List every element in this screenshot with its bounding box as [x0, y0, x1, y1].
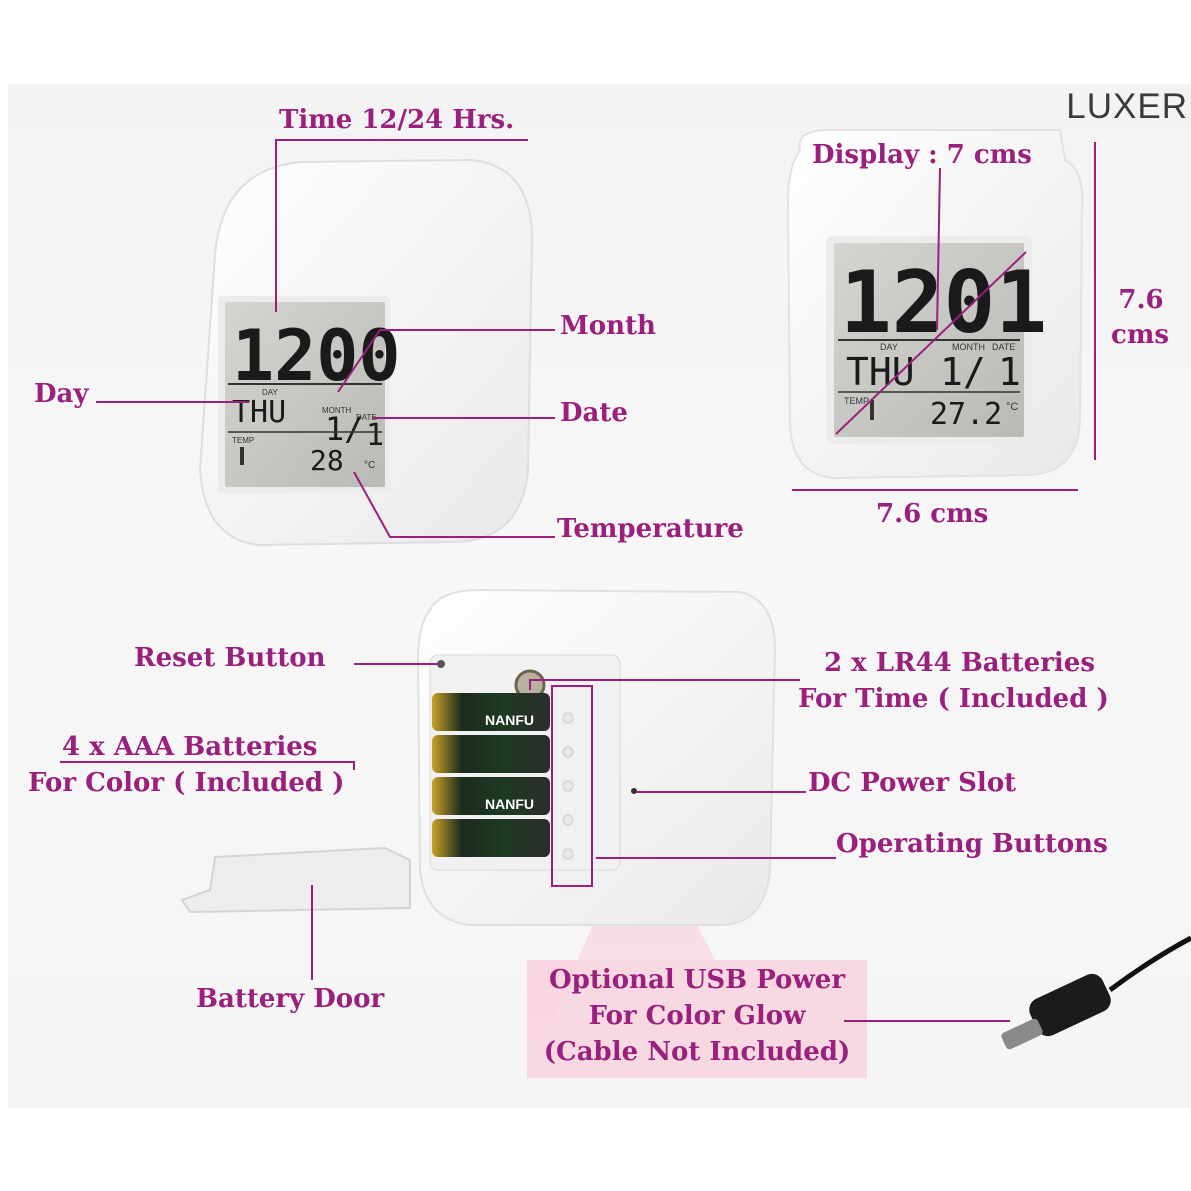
front-lcd-day: THU	[232, 395, 286, 430]
thermometer-icon	[240, 447, 244, 465]
front-lcd-day-tag: DAY	[262, 388, 279, 397]
battery-door-piece	[180, 846, 411, 914]
label-day: Day	[34, 379, 89, 409]
usb-plug	[1001, 935, 1191, 1050]
dimension-lcd-temp: 27.2	[930, 397, 1002, 432]
back-callout-lines	[60, 663, 1010, 1022]
dimension-lcd-time: 1201	[840, 253, 1047, 353]
dimension-lcd-temp-tag: TEMP	[844, 396, 869, 406]
label-dc-power-slot: DC Power Slot	[808, 768, 1017, 798]
aaa-batteries: NANFU NANFU	[432, 693, 550, 857]
label-temperature: Temperature	[557, 514, 744, 544]
front-lcd-date-tag: DATE	[356, 413, 377, 422]
operating-button-3	[562, 780, 574, 792]
battery-brand-label: NANFU	[485, 712, 534, 728]
front-lcd-temp-tag: TEMP	[232, 436, 254, 445]
operating-button-4	[562, 814, 574, 826]
usb-callout-highlight	[527, 960, 867, 1078]
label-operating-buttons: Operating Buttons	[836, 829, 1108, 859]
front-lcd	[225, 302, 385, 487]
operating-buttons-box	[551, 685, 593, 887]
label-usb-line2: For Color Glow	[588, 1001, 806, 1031]
front-lcd-month: 1/	[325, 410, 364, 448]
label-height-value: 7.6	[1118, 285, 1164, 315]
dimension-lcd-date-tag: DATE	[992, 342, 1015, 352]
label-aaa-line2: For Color ( Included )	[28, 768, 345, 798]
battery-brand-label-2: NANFU	[485, 796, 534, 812]
dimension-lines	[792, 142, 1096, 491]
front-lcd-month-tag: MONTH	[322, 406, 352, 415]
dimension-lcd-month: 1/	[940, 350, 986, 394]
dimension-lcd-day-tag: DAY	[880, 342, 898, 352]
front-lcd-temp: 28	[310, 444, 344, 477]
operating-button-2	[562, 746, 574, 758]
front-callout-lines	[96, 139, 555, 538]
label-width: 7.6 cms	[876, 499, 989, 529]
label-reset-button: Reset Button	[134, 643, 326, 673]
operating-button-1	[562, 712, 574, 724]
label-usb-line1: Optional USB Power	[548, 965, 846, 995]
dc-power-slot	[631, 788, 637, 794]
brand-logo: LUXER	[1066, 87, 1188, 126]
dimension-lcd-month-tag: MONTH	[952, 342, 985, 352]
label-date: Date	[560, 398, 628, 428]
dimension-cube: 1201 DAY MONTH DATE THU 1/ 1 TEMP 27.2 °…	[786, 129, 1084, 480]
dimension-lcd-day: THU	[846, 350, 915, 394]
label-aaa-line1: 4 x AAA Batteries	[62, 732, 318, 762]
dimension-lcd-date: 1	[998, 350, 1021, 394]
label-time: Time 12/24 Hrs.	[279, 105, 515, 135]
dimension-lcd-temp-unit: °C	[1006, 401, 1018, 413]
front-lcd-date: 1	[366, 418, 384, 453]
front-lcd-temp-unit: °C	[364, 460, 375, 471]
label-height-unit: cms	[1111, 320, 1169, 350]
label-usb-line3: (Cable Not Included)	[543, 1037, 851, 1067]
dimension-thermometer-icon	[870, 400, 874, 420]
label-lr44-line1: 2 x LR44 Batteries	[824, 648, 1095, 678]
label-battery-door: Battery Door	[196, 984, 385, 1014]
back-cube: NANFU NANFU	[416, 588, 777, 926]
label-display-size: Display : 7 cms	[812, 140, 1032, 170]
operating-button-5	[562, 848, 574, 860]
reset-button-hole	[437, 660, 445, 668]
label-month: Month	[560, 311, 656, 341]
front-cube: 1200 DAY MONTH DATE THU 1/ 1 TEMP 28 °C	[198, 158, 534, 547]
label-lr44-line2: For Time ( Included )	[798, 684, 1109, 714]
